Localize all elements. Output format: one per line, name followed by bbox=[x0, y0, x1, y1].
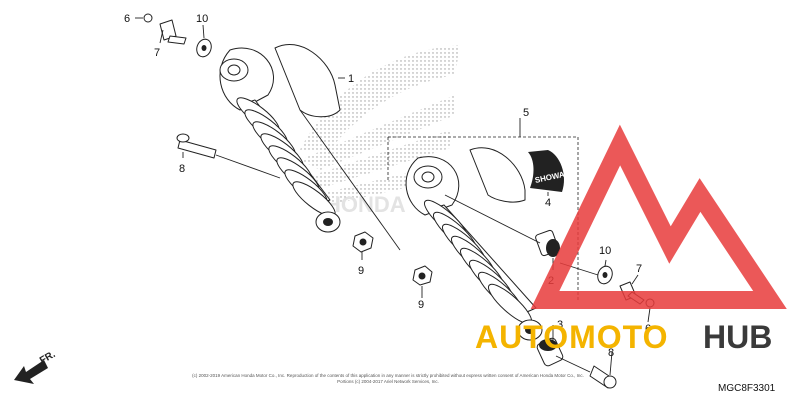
assembly-box bbox=[387, 118, 579, 300]
leader-lines bbox=[135, 17, 651, 376]
right-spring bbox=[424, 199, 532, 325]
callout-8-right: 8 bbox=[608, 347, 614, 359]
nut-left bbox=[352, 231, 374, 253]
callout-7-right: 7 bbox=[636, 263, 642, 275]
callout-5: 5 bbox=[523, 107, 529, 119]
callout-10-top: 10 bbox=[196, 13, 208, 25]
collar bbox=[536, 337, 564, 367]
washer-right bbox=[597, 265, 613, 285]
copyright-line-1: (c) 2002-2019 American Honda Motor Co., … bbox=[192, 373, 584, 378]
washer-top bbox=[196, 38, 212, 58]
left-spring bbox=[236, 97, 336, 217]
rear-shock-right bbox=[405, 147, 543, 341]
diagram-code: MGC8F3301 bbox=[718, 383, 776, 394]
pin-top bbox=[159, 19, 187, 45]
bushing bbox=[535, 229, 560, 257]
watermark-prefix: AUTOMOTO bbox=[475, 319, 668, 355]
callout-4: 4 bbox=[545, 197, 551, 209]
bolt-left bbox=[176, 133, 217, 159]
front-direction-arrow: FR. bbox=[14, 349, 58, 384]
showa-decal: SHOWA bbox=[528, 150, 566, 192]
honda-wordmark: HONDA bbox=[325, 192, 406, 217]
callout-6-top: 6 bbox=[124, 13, 130, 25]
callout-8-left: 8 bbox=[179, 163, 185, 175]
callout-1: 1 bbox=[348, 73, 354, 85]
cap-top bbox=[143, 13, 153, 23]
direction-label: FR. bbox=[38, 349, 58, 367]
callout-10-right: 10 bbox=[599, 245, 611, 257]
nut-right bbox=[412, 265, 433, 286]
bolt-right bbox=[589, 365, 617, 389]
callout-6-right: 6 bbox=[645, 323, 651, 335]
copyright-line-2: Portions (c) 2004-2017 Ariel Network Ser… bbox=[337, 379, 439, 384]
watermark-suffix: HUB bbox=[703, 319, 772, 355]
automotohub-logo: AUTOMOTO HUB bbox=[475, 124, 787, 355]
callout-9-left: 9 bbox=[358, 265, 364, 277]
rear-shock-left bbox=[219, 43, 341, 233]
honda-wing-logo: HONDA bbox=[300, 45, 460, 217]
callout-7-top: 7 bbox=[154, 47, 160, 59]
callout-3: 3 bbox=[557, 319, 563, 331]
callout-9-right: 9 bbox=[418, 299, 424, 311]
